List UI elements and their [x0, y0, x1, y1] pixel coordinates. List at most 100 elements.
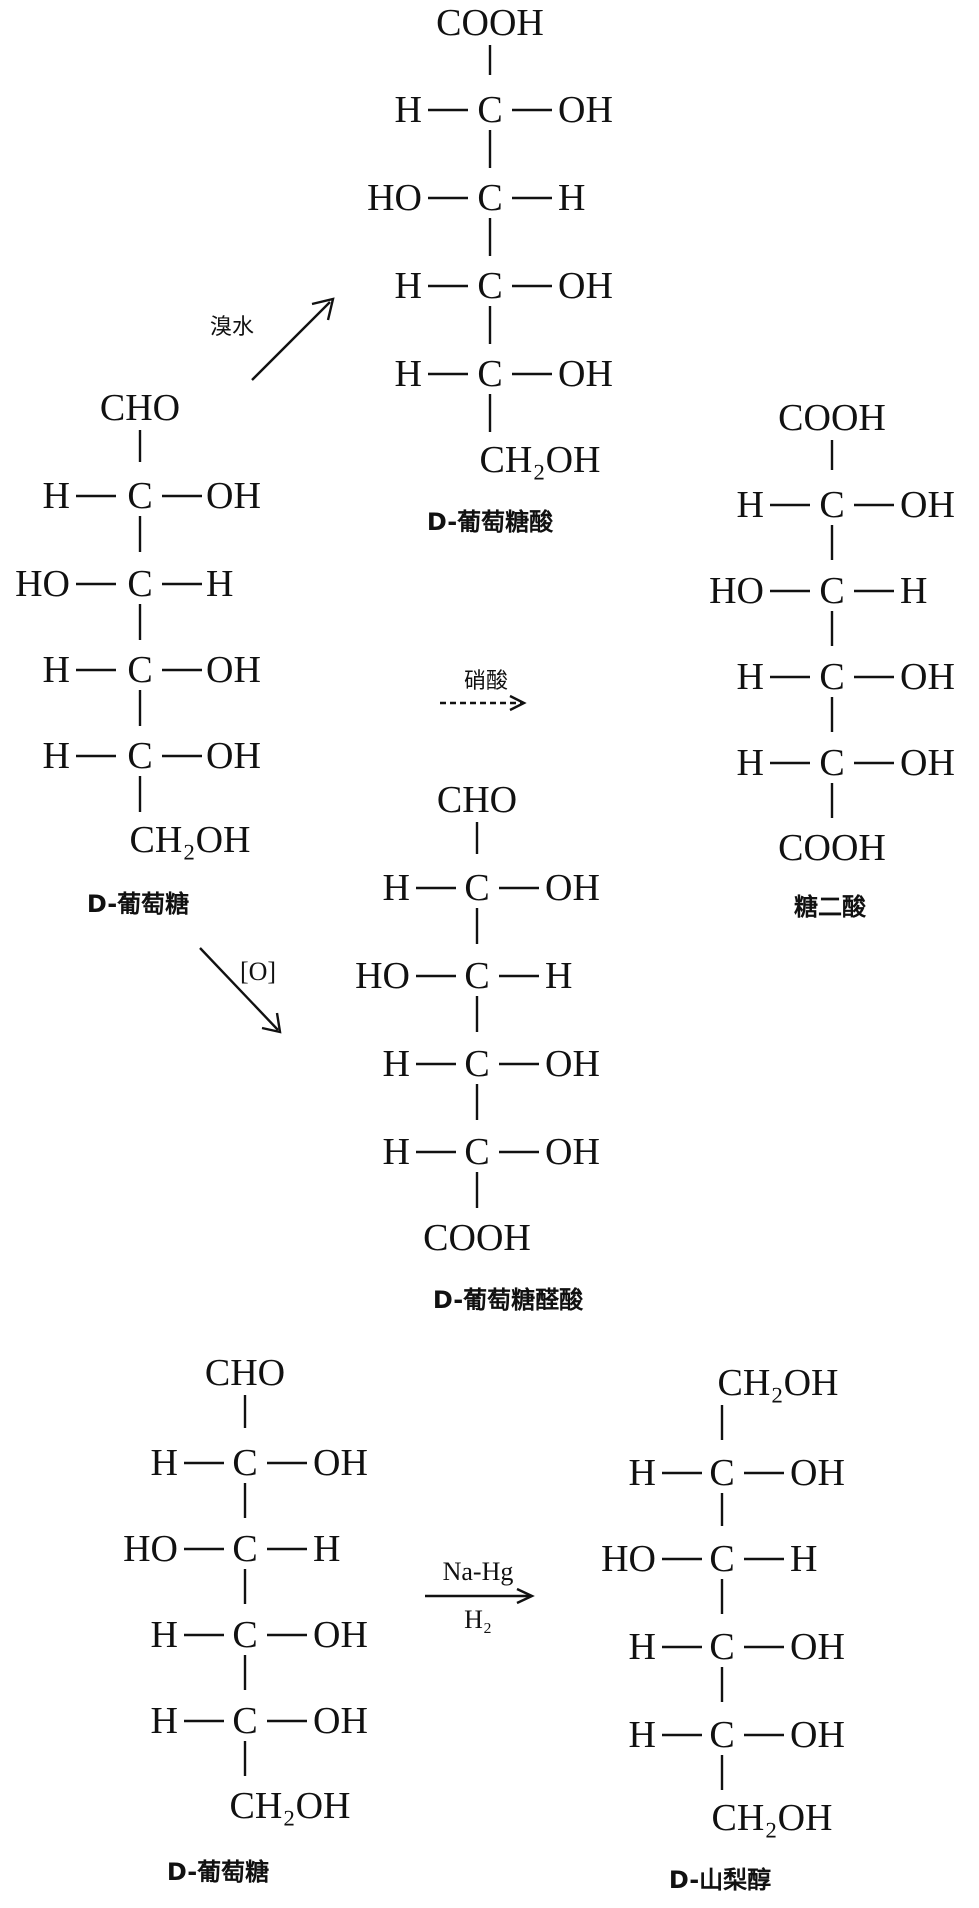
row-1: H C OH: [737, 484, 955, 526]
carbon: C: [464, 955, 489, 997]
left-group: H: [43, 475, 70, 517]
carbon: C: [709, 1538, 734, 1580]
arrow-shaft: [199, 947, 279, 1031]
left-group: H: [629, 1626, 656, 1668]
top-group: CHO: [100, 387, 180, 429]
left-group: H: [43, 735, 70, 777]
top-group: COOH: [436, 2, 544, 44]
row-3: H C OH: [737, 656, 955, 698]
left-group: H: [151, 1614, 178, 1656]
caption: D-葡萄糖醛酸: [433, 1286, 584, 1314]
carbon: C: [477, 353, 502, 395]
row-4: H C OH: [383, 1131, 600, 1173]
molecule-glucose-bottom: CHO H C OH HO C H H C OH H C: [123, 1352, 368, 1886]
row-4: H C OH: [737, 742, 955, 784]
carbon: C: [819, 656, 844, 698]
row-4: H C OH: [43, 735, 261, 777]
arrow-bromine-water: 溴水: [210, 297, 335, 381]
left-group: H: [629, 1714, 656, 1756]
right-group: OH: [313, 1614, 368, 1656]
reagent-label: 溴水: [210, 315, 254, 340]
left-group: H: [395, 265, 422, 307]
right-group: OH: [206, 649, 261, 691]
bottom-group: CH₂OH: [480, 439, 601, 481]
row-1: H C OH: [43, 475, 261, 517]
right-group: OH: [790, 1452, 845, 1494]
carbon: C: [127, 735, 152, 777]
top-group: COOH: [778, 397, 886, 439]
left-group: H: [737, 484, 764, 526]
bottom-group: CH₂OH: [230, 1785, 351, 1827]
right-group: OH: [558, 265, 613, 307]
caption: 糖二酸: [794, 893, 867, 921]
right-group: OH: [206, 735, 261, 777]
molecule-glucose-top: CHO H C OH HO C H H C OH H C: [15, 387, 261, 918]
row-4: H C OH: [395, 353, 613, 395]
top-group: CHO: [437, 779, 517, 821]
row-3: H C OH: [151, 1614, 368, 1656]
row-2: HO C H: [367, 177, 585, 219]
carbon: C: [709, 1714, 734, 1756]
carbon: C: [477, 89, 502, 131]
row-3: H C OH: [43, 649, 261, 691]
carbon: C: [819, 570, 844, 612]
left-group: HO: [601, 1538, 656, 1580]
arrow-oxidation: [O]: [199, 947, 282, 1034]
right-group: H: [313, 1528, 340, 1570]
right-group: OH: [545, 1043, 600, 1085]
right-group: OH: [790, 1626, 845, 1668]
right-group: OH: [206, 475, 261, 517]
right-group: OH: [545, 1131, 600, 1173]
right-group: OH: [545, 867, 600, 909]
carbon: C: [464, 1043, 489, 1085]
left-group: H: [383, 1131, 410, 1173]
bottom-group: COOH: [778, 827, 886, 869]
top-group: CH₂OH: [718, 1362, 839, 1404]
row-1: H C OH: [151, 1442, 368, 1484]
left-group: HO: [123, 1528, 178, 1570]
left-group: HO: [355, 955, 410, 997]
molecule-gluconic-acid: COOH H C OH HO C H H C OH H C: [367, 2, 613, 536]
left-group: H: [383, 867, 410, 909]
carbon: C: [819, 742, 844, 784]
carbon: C: [709, 1626, 734, 1668]
arrow-shaft: [251, 301, 331, 381]
carbon: C: [232, 1614, 257, 1656]
row-3: H C OH: [383, 1043, 600, 1085]
carbon: C: [709, 1452, 734, 1494]
right-group: H: [790, 1538, 817, 1580]
molecule-glucaric-acid: COOH H C OH HO C H H C OH H C: [709, 397, 955, 921]
right-group: OH: [313, 1700, 368, 1742]
caption: D-葡萄糖: [87, 890, 189, 918]
left-group: HO: [709, 570, 764, 612]
carbon: C: [127, 649, 152, 691]
arrowhead-icon: [311, 297, 335, 321]
left-group: H: [629, 1452, 656, 1494]
molecule-sorbitol: CH₂OH H C OH HO C H H C OH H C: [601, 1362, 845, 1894]
row-4: H C OH: [151, 1700, 368, 1742]
row-2: HO C H: [15, 563, 233, 605]
right-group: H: [900, 570, 927, 612]
left-group: HO: [367, 177, 422, 219]
right-group: OH: [900, 742, 955, 784]
bottom-group: CH₂OH: [712, 1797, 833, 1839]
left-group: H: [383, 1043, 410, 1085]
carbon: C: [127, 563, 152, 605]
right-group: H: [206, 563, 233, 605]
caption: D-葡萄糖酸: [427, 508, 554, 536]
reagent-label: 硝酸: [464, 669, 508, 694]
bottom-group: CH₂OH: [130, 819, 251, 861]
row-1: H C OH: [629, 1452, 845, 1494]
row-2: HO C H: [601, 1538, 817, 1580]
right-group: OH: [558, 353, 613, 395]
arrow-na-hg: Na-Hg H₂: [425, 1557, 535, 1634]
carbon: C: [819, 484, 844, 526]
right-group: OH: [900, 656, 955, 698]
arrowhead-icon: [509, 694, 527, 712]
caption: D-葡萄糖: [167, 1858, 269, 1886]
right-group: OH: [790, 1714, 845, 1756]
reagent-label: Na-Hg: [443, 1557, 514, 1586]
left-group: H: [151, 1442, 178, 1484]
right-group: H: [545, 955, 572, 997]
